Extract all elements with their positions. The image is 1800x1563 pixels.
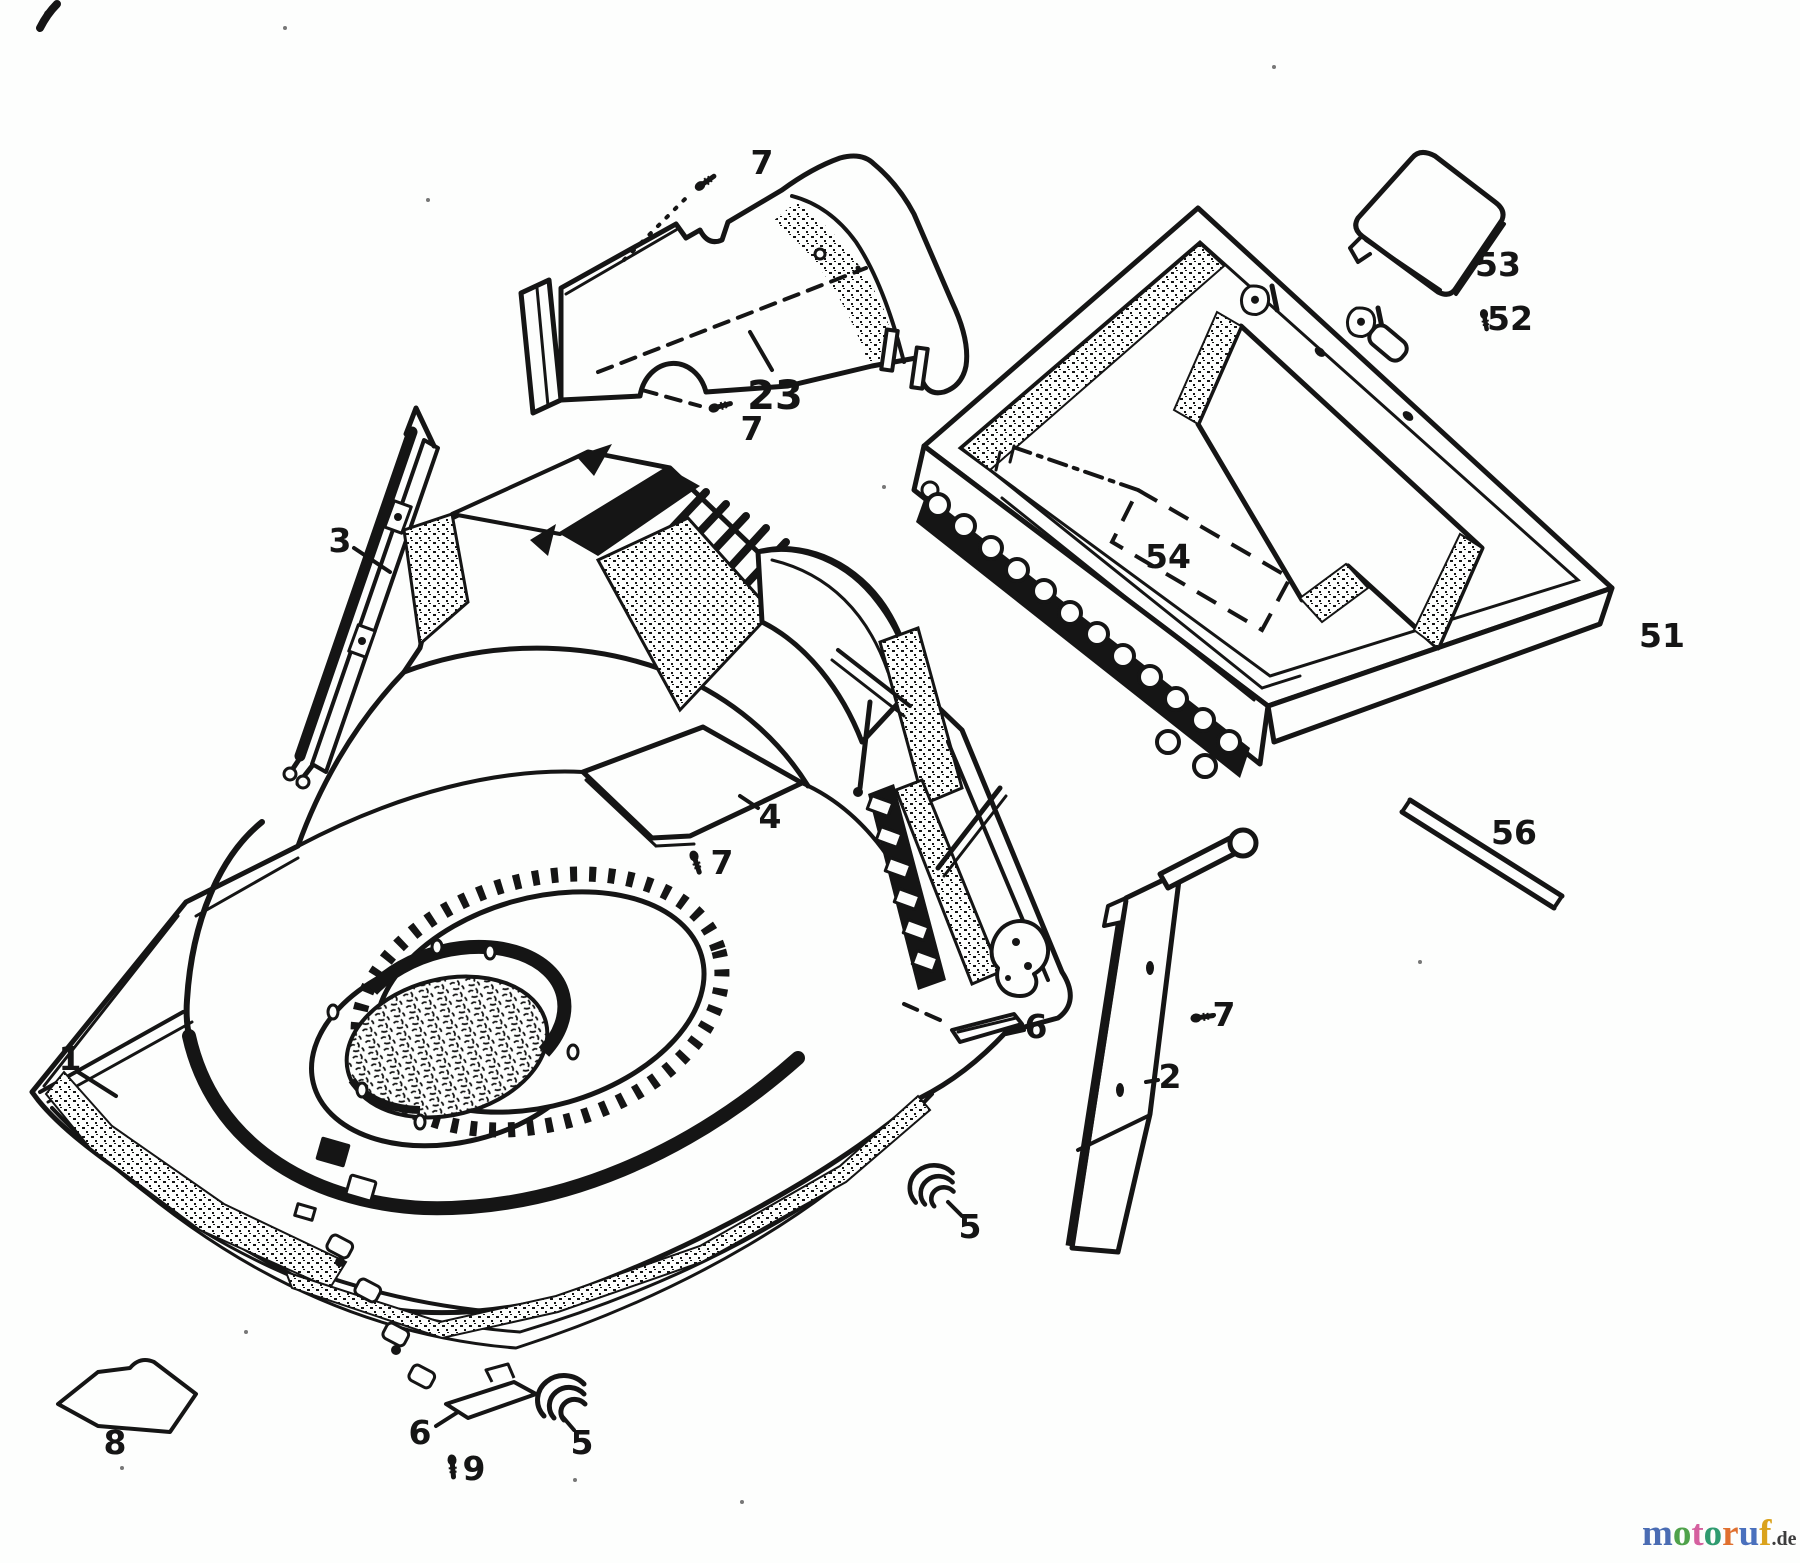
part-label-8: 8 — [104, 1423, 127, 1462]
watermark-letter: t — [1691, 1513, 1704, 1554]
part-23-engine-cover — [518, 153, 970, 414]
screw-9-icon — [447, 1454, 458, 1477]
part-label-6-front: 6 — [409, 1413, 432, 1452]
part-label-1: 1 — [59, 1039, 82, 1078]
part-5-clip-front-icon — [538, 1376, 585, 1420]
corner-mark — [36, 0, 61, 32]
part-label-6-rear: 6 — [1025, 1007, 1048, 1046]
part-label-7-cover-top: 7 — [751, 143, 774, 182]
part-8-skid-plate — [56, 1358, 198, 1434]
part-label-7-blade: 7 — [1213, 995, 1236, 1034]
screw-7-cover-bottom-icon — [708, 399, 732, 414]
part-label-2: 2 — [1159, 1057, 1182, 1096]
part-label-54: 54 — [1145, 537, 1191, 576]
part-5-clip-rear-icon — [910, 1165, 954, 1206]
watermark-letter: m — [1642, 1513, 1673, 1554]
plate-holes — [326, 938, 580, 1131]
part-label-51: 51 — [1639, 616, 1685, 655]
hub-stipple — [344, 974, 550, 1120]
part-label-4: 4 — [759, 797, 782, 836]
part-label-23: 23 — [747, 373, 803, 419]
part-2-blade-panel — [1065, 827, 1259, 1255]
part-56-bar — [1399, 797, 1565, 911]
part-54-dashed-zone — [1109, 487, 1293, 633]
part-label-5-front: 5 — [571, 1423, 594, 1462]
part-6-bracket-rear — [950, 1012, 1024, 1044]
part-51-catcher-tray — [911, 205, 1615, 779]
part-4-cover-plate — [580, 724, 805, 874]
watermark-suffix: .de — [1771, 1528, 1797, 1550]
height-adjust-teeth — [865, 794, 940, 973]
part-53-lid — [1348, 150, 1506, 297]
watermark: motoruf.de — [1642, 1512, 1797, 1555]
watermark-letter: u — [1738, 1513, 1760, 1554]
watermark-letter: o — [1672, 1513, 1692, 1554]
part-3-rail — [282, 405, 440, 790]
watermark-letter: r — [1722, 1513, 1739, 1554]
part-label-56: 56 — [1491, 813, 1537, 852]
part-1-deck-housing — [29, 444, 1073, 1390]
part-label-3: 3 — [329, 521, 352, 560]
part-6-bracket-front — [444, 1362, 538, 1420]
leader-lines — [76, 330, 1216, 1432]
part-callouts: 1 3 23 7 7 4 7 8 6 9 5 5 6 2 7 51 52 53 … — [59, 143, 1685, 1488]
part-label-7-cover-bottom: 7 — [741, 409, 764, 448]
watermark-letter: o — [1703, 1513, 1723, 1554]
screw-7-cover-top-icon — [693, 173, 717, 193]
part-label-9: 9 — [463, 1449, 486, 1488]
part-label-7-plate: 7 — [711, 843, 734, 882]
part-label-5-rear: 5 — [959, 1207, 982, 1246]
part-label-53: 53 — [1475, 245, 1521, 284]
watermark-letter: f — [1759, 1513, 1772, 1554]
tray-rollers — [920, 480, 1242, 779]
part-label-52: 52 — [1487, 299, 1533, 338]
watermark-brand: motoruf — [1642, 1513, 1772, 1554]
toothed-ring — [350, 866, 730, 1138]
